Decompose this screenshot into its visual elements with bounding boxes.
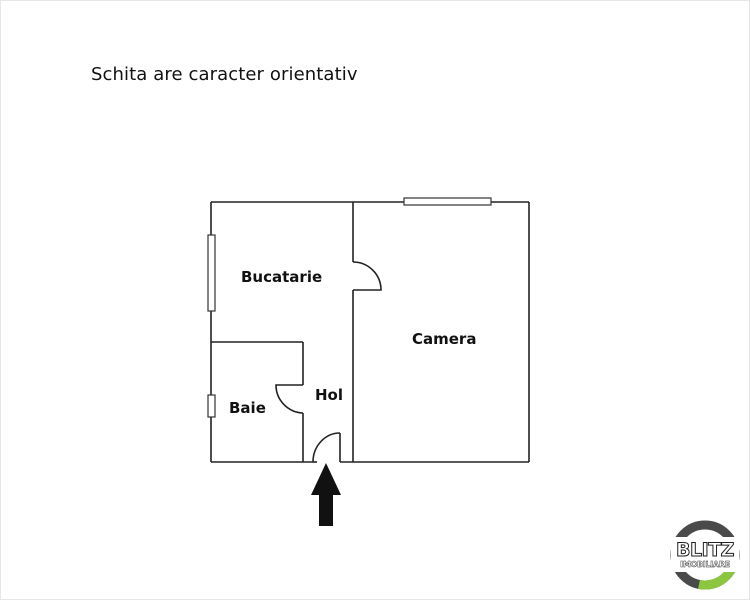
window-bathroom xyxy=(207,394,216,418)
window-kitchen xyxy=(207,234,216,312)
door-bathroom xyxy=(275,384,304,414)
door-kitchen xyxy=(352,261,382,291)
logo-text-brand: BLITZ xyxy=(676,539,735,562)
blitz-logo: BLITZ IMOBILIARE xyxy=(669,519,741,591)
window-camera xyxy=(403,197,492,206)
disclaimer-title: Schita are caracter orientativ xyxy=(91,64,358,85)
logo-text-sub: IMOBILIARE xyxy=(680,560,730,569)
room-label-bathroom: Baie xyxy=(229,399,266,417)
room-label-living: Camera xyxy=(412,330,477,348)
room-label-kitchen: Bucatarie xyxy=(241,268,323,286)
door-entry xyxy=(312,432,341,463)
entrance-arrow-icon xyxy=(311,463,341,526)
logo-ring-icon xyxy=(670,520,740,590)
room-label-hallway: Hol xyxy=(315,386,344,404)
